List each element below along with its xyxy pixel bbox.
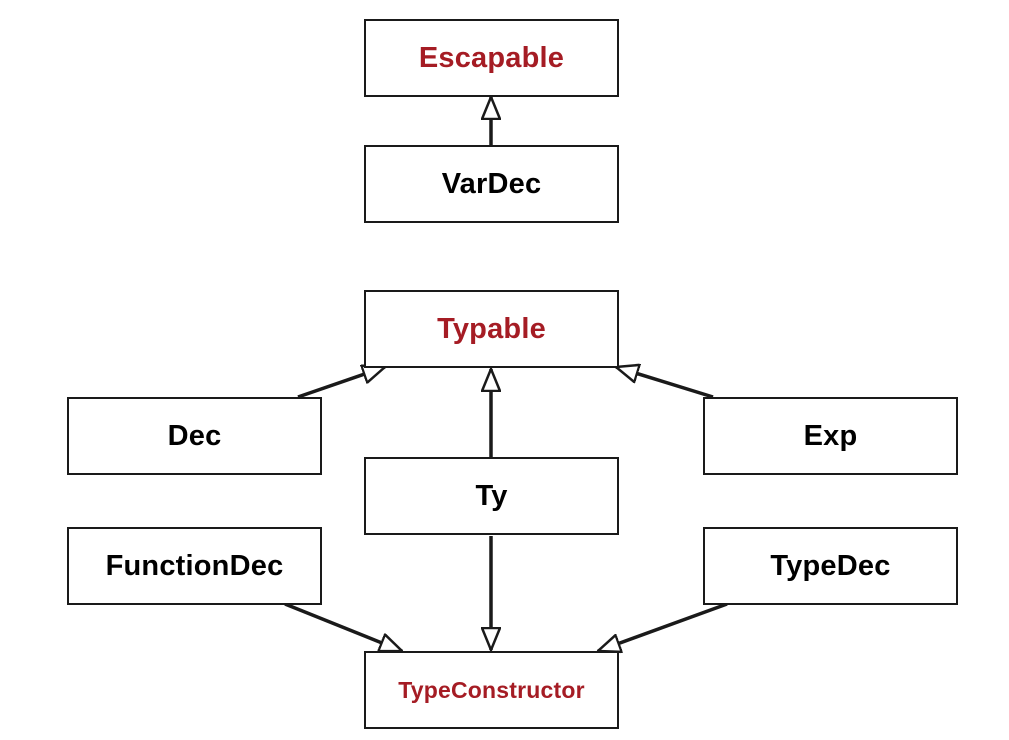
node-functiondec: FunctionDec <box>67 527 322 605</box>
node-exp-label: Exp <box>803 419 858 452</box>
node-vardec-label: VarDec <box>441 167 542 200</box>
node-ty: Ty <box>364 457 619 535</box>
node-vardec: VarDec <box>364 145 619 223</box>
node-typedec-label: TypeDec <box>770 549 891 582</box>
edge-typedec-to-typeconstructor <box>598 602 728 651</box>
node-ty-label: Ty <box>475 479 508 512</box>
node-dec-label: Dec <box>167 419 222 452</box>
node-typeconstructor-label: TypeConstructor <box>398 676 585 703</box>
node-escapable-label: Escapable <box>418 41 565 74</box>
node-functiondec-label: FunctionDec <box>105 549 284 582</box>
node-escapable: Escapable <box>364 19 619 97</box>
edge-exp-to-typable <box>616 367 714 399</box>
node-typedec: TypeDec <box>703 527 958 605</box>
edge-functiondec-to-typeconstructor <box>284 602 402 653</box>
node-dec: Dec <box>67 397 322 475</box>
node-typable: Typable <box>364 290 619 368</box>
node-typable-label: Typable <box>437 312 546 345</box>
node-typeconstructor: TypeConstructor <box>364 651 619 729</box>
node-exp: Exp <box>703 397 958 475</box>
edge-dec-to-typable <box>297 367 385 399</box>
